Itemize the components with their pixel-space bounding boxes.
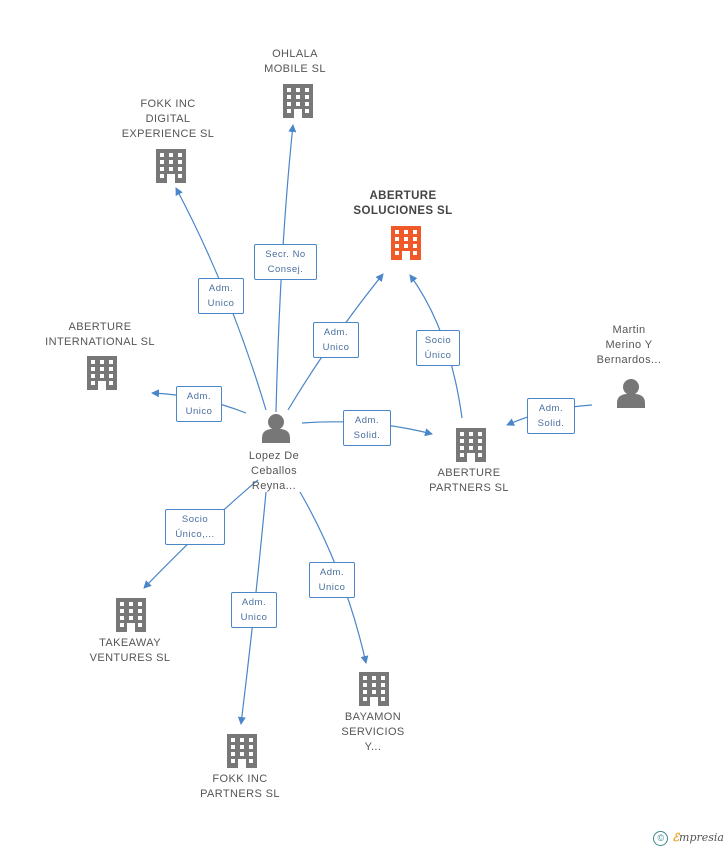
building-icon[interactable] xyxy=(283,84,313,118)
node-label-fokk-digital[interactable]: FOKK INC DIGITAL EXPERIENCE SL xyxy=(121,98,215,140)
node-label-takeaway[interactable]: TAKEAWAY VENTURES SL xyxy=(89,637,171,664)
building-icon[interactable] xyxy=(456,428,486,462)
building-icon[interactable] xyxy=(227,734,257,768)
edge-label-adm-unico: Adm. Unico xyxy=(313,322,359,358)
node-label-martin[interactable]: Martin Merino Y Bernardos... xyxy=(596,324,662,366)
edge-label-adm-unico: Adm. Unico xyxy=(231,592,277,628)
building-icon[interactable] xyxy=(359,672,389,706)
node-label-fokk-partners[interactable]: FOKK INC PARTNERS SL xyxy=(200,773,280,800)
copyright-icon: © xyxy=(653,831,669,846)
node-label-aberture-international[interactable]: ABERTURE INTERNATIONAL SL xyxy=(45,321,155,348)
node-label-lopez[interactable]: Lopez De Ceballos Reyna... xyxy=(248,450,300,492)
person-icon[interactable] xyxy=(617,378,645,408)
edge-label-socio-unico: Socio Único xyxy=(416,330,460,366)
node-label-aberture-soluciones[interactable]: ABERTURE SOLUCIONES SL xyxy=(353,190,453,217)
building-icon[interactable] xyxy=(116,598,146,632)
node-label-ohlala[interactable]: OHLALA MOBILE SL xyxy=(264,48,326,75)
building-icon[interactable] xyxy=(156,149,186,183)
person-icon[interactable] xyxy=(262,413,290,443)
edge-label-adm-solid: Adm. Solid. xyxy=(527,398,575,434)
edge-label-secr-no-consej: Secr. No Consej. xyxy=(254,244,317,280)
node-label-aberture-partners[interactable]: ABERTURE PARTNERS SL xyxy=(429,467,509,494)
edge-label-socio-unico: Socio Único,... xyxy=(165,509,225,545)
node-label-bayamon[interactable]: BAYAMON SERVICIOS Y... xyxy=(341,711,405,753)
edge-label-adm-unico: Adm. Unico xyxy=(198,278,244,314)
edge-label-adm-unico: Adm. Unico xyxy=(309,562,355,598)
building-icon-main[interactable] xyxy=(391,226,421,260)
empresia-logo: ©ℰmpresia xyxy=(653,831,724,846)
edge-label-adm-unico: Adm. Unico xyxy=(176,386,222,422)
brand-logo-text: ℰmpresia xyxy=(672,831,724,844)
building-icon[interactable] xyxy=(87,356,117,390)
edge-label-adm-solid: Adm. Solid. xyxy=(343,410,391,446)
